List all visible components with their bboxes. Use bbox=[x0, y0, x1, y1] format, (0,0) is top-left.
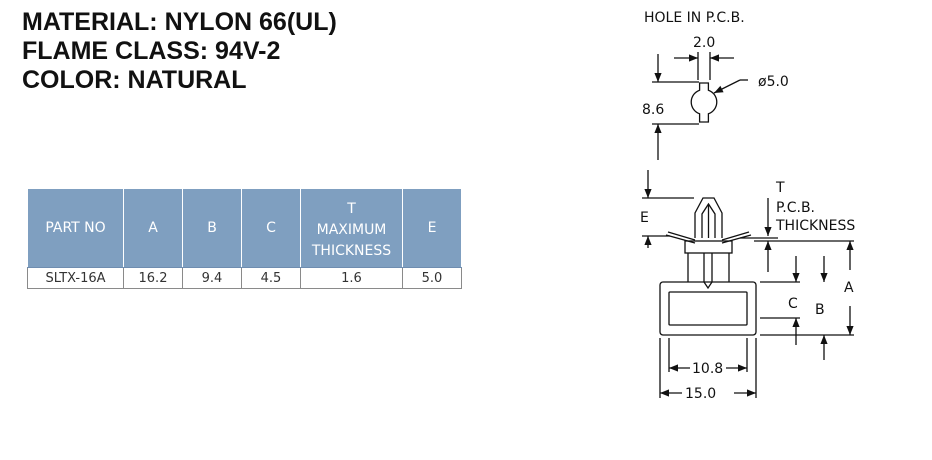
header-t-symbol: T bbox=[347, 200, 356, 217]
cell-a: 16.2 bbox=[123, 267, 183, 289]
material-text: MATERIAL: NYLON 66(UL) bbox=[22, 8, 337, 36]
header-e: E bbox=[402, 188, 462, 268]
left-wing-lower bbox=[665, 234, 696, 244]
pcb-label: P.C.B. bbox=[776, 200, 815, 216]
cell-part-no: SLTX-16A bbox=[27, 267, 124, 289]
base-outer bbox=[659, 281, 757, 336]
left-wing-upper bbox=[667, 231, 696, 241]
cell-b: 9.4 bbox=[182, 267, 242, 289]
header-a: A bbox=[123, 188, 183, 268]
slot-width-label: 2.0 bbox=[693, 35, 715, 51]
header-part-no: PART NO bbox=[27, 188, 124, 268]
a-label: A bbox=[844, 280, 854, 296]
thickness-label: THICKNESS bbox=[775, 218, 855, 234]
e-label: E bbox=[640, 210, 649, 226]
outer-width-label: 15.0 bbox=[685, 386, 716, 402]
base-inner bbox=[668, 291, 748, 326]
right-wing-upper bbox=[721, 231, 750, 241]
t-symbol-label: T bbox=[775, 180, 785, 196]
technical-drawing: HOLE IN P.C.B. 2.0 ø5.0 8.6 T P.C.B. THI… bbox=[640, 10, 855, 402]
header-t-max-thickness: T MAXIMUM THICKNESS bbox=[300, 188, 403, 268]
hole-title: HOLE IN P.C.B. bbox=[644, 10, 745, 26]
header-c: C bbox=[241, 188, 301, 268]
right-wing-lower bbox=[721, 234, 752, 244]
table-row: SLTX-16A 16.2 9.4 4.5 1.6 5.0 bbox=[27, 267, 462, 289]
header-t-line2: THICKNESS bbox=[311, 242, 392, 259]
cell-c: 4.5 bbox=[241, 267, 301, 289]
c-label: C bbox=[788, 296, 798, 312]
cell-t: 1.6 bbox=[300, 267, 403, 289]
material-specs: MATERIAL: NYLON 66(UL) FLAME CLASS: 94V-… bbox=[22, 8, 337, 95]
keyhole-shape bbox=[690, 82, 718, 123]
hole-diameter-label: ø5.0 bbox=[758, 74, 789, 90]
inner-width-label: 10.8 bbox=[692, 361, 723, 377]
hole-height-label: 8.6 bbox=[642, 102, 664, 118]
b-label: B bbox=[815, 302, 825, 318]
diameter-leader bbox=[713, 79, 741, 94]
pcb-seat bbox=[684, 240, 733, 254]
table-header-row: PART NO A B C T MAXIMUM THICKNESS E bbox=[27, 188, 462, 268]
arrow-head-outer bbox=[694, 197, 723, 238]
flame-class-text: FLAME CLASS: 94V-2 bbox=[22, 37, 281, 65]
part-spec-table: PART NO A B C T MAXIMUM THICKNESS E SLTX… bbox=[27, 188, 462, 289]
header-t-line1: MAXIMUM bbox=[316, 221, 387, 238]
color-text: COLOR: NATURAL bbox=[22, 66, 247, 94]
cell-e: 5.0 bbox=[402, 267, 462, 289]
center-pin-tip bbox=[703, 281, 713, 290]
header-b: B bbox=[182, 188, 242, 268]
